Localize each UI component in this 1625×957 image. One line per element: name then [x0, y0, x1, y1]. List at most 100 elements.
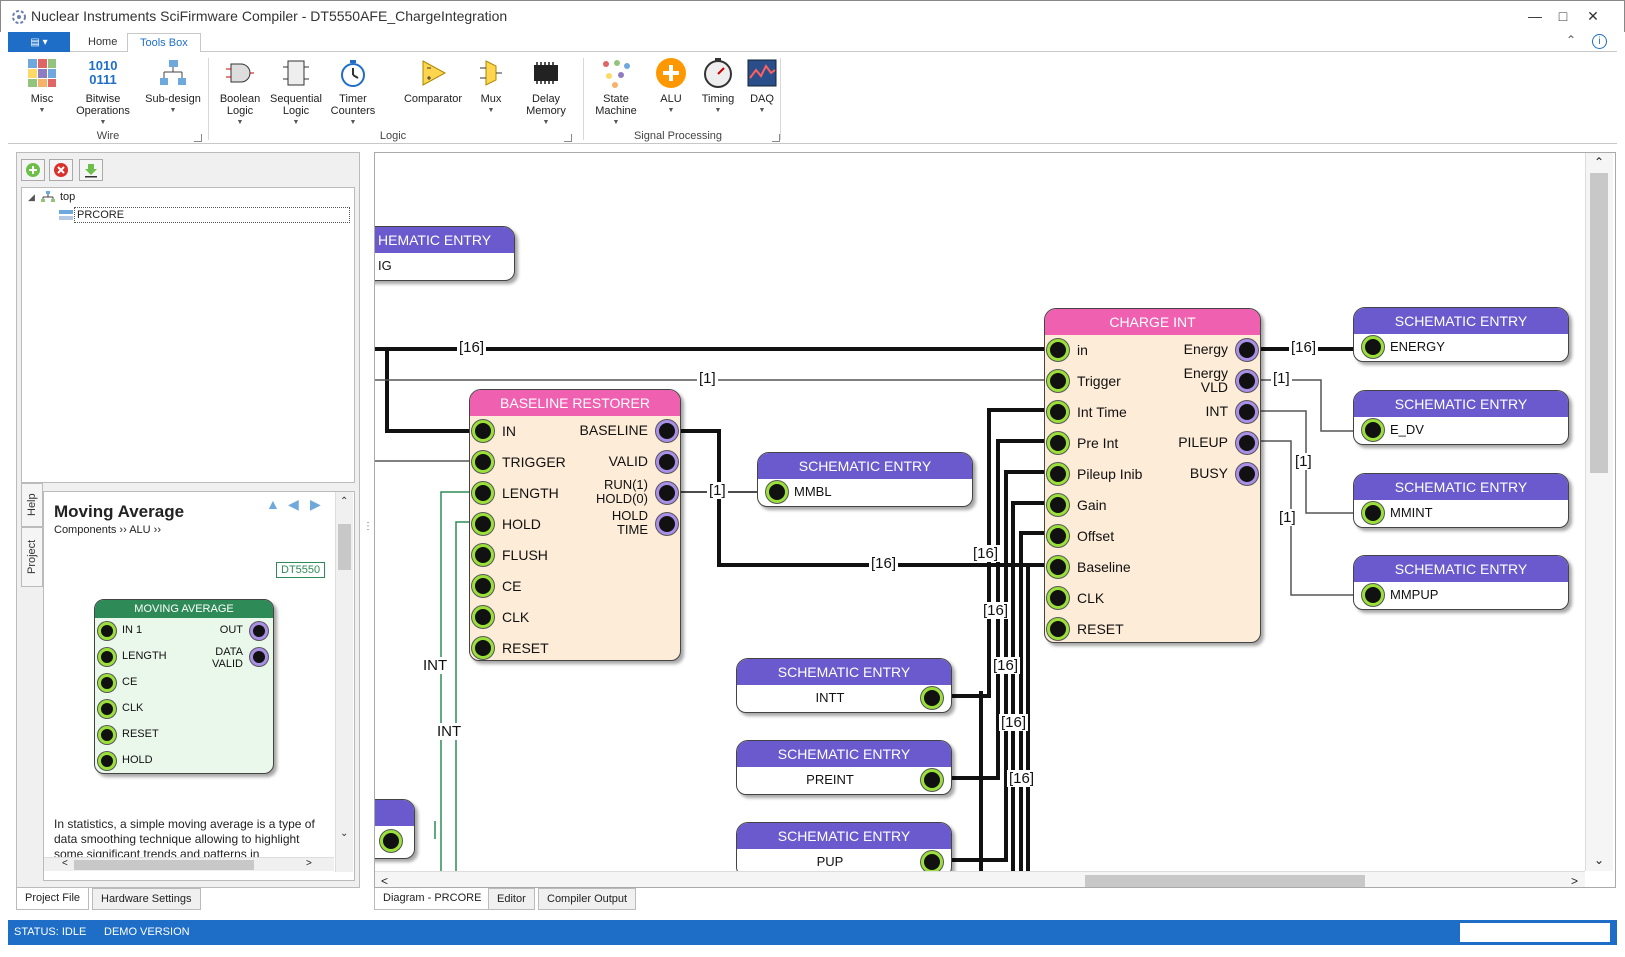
charge-input-port[interactable]: [1047, 494, 1069, 516]
canvas-hscroll-thumb[interactable]: [1085, 875, 1365, 887]
nav-forward-icon[interactable]: ▶: [310, 496, 321, 512]
group-signal-processing-launcher-icon[interactable]: [772, 134, 780, 142]
charge-output-port[interactable]: [1236, 432, 1258, 454]
bus-wire-16[interactable]: [385, 349, 471, 433]
charge-input-port[interactable]: [1047, 401, 1069, 423]
canvas-vscroll-thumb[interactable]: [1590, 173, 1608, 473]
tree-expand-icon[interactable]: ◢: [28, 192, 35, 202]
comparator-button[interactable]: Comparator: [398, 57, 468, 129]
mux-button[interactable]: Mux▼: [470, 57, 512, 129]
side-tab-help[interactable]: Help: [21, 483, 43, 527]
help-scrollbar[interactable]: ⌃ ⌄: [335, 492, 353, 872]
entry-port[interactable]: [1362, 584, 1384, 606]
baseline-input-port[interactable]: [472, 637, 494, 659]
add-icon[interactable]: [21, 159, 45, 181]
entry-port[interactable]: [380, 830, 402, 852]
info-icon[interactable]: i: [1592, 34, 1607, 49]
baseline-output-port[interactable]: [656, 513, 678, 535]
sequential-logic-button[interactable]: Sequential Logic▼: [266, 57, 326, 129]
group-logic-launcher-icon[interactable]: [564, 134, 572, 142]
charge-output-port[interactable]: [1236, 339, 1258, 361]
charge-input-port[interactable]: [1047, 618, 1069, 640]
baseline-input-port[interactable]: [472, 544, 494, 566]
splitter-grip[interactable]: ⋮: [363, 521, 373, 532]
entry-port[interactable]: [921, 851, 943, 873]
delay-memory-button[interactable]: Delay Memory▼: [516, 57, 576, 129]
side-tab-project[interactable]: Project: [21, 527, 43, 587]
entry-port[interactable]: [1362, 336, 1384, 358]
int-wire[interactable]: [440, 491, 471, 881]
help-scroll-thumb[interactable]: [338, 524, 351, 570]
tab-diagram[interactable]: Diagram - PRCORE: [374, 888, 491, 910]
baseline-output-port[interactable]: [656, 451, 678, 473]
baseline-input-port[interactable]: [472, 513, 494, 535]
ma-input-port[interactable]: [98, 622, 116, 640]
timing-button[interactable]: Timing▼: [694, 57, 742, 129]
maximize-button[interactable]: □: [1558, 8, 1568, 24]
baseline-output-port[interactable]: [656, 482, 678, 504]
app-menu-button[interactable]: ▤ ▾: [8, 32, 70, 52]
sub-design-button[interactable]: Sub-design▼: [142, 57, 204, 129]
baseline-input-port[interactable]: [472, 451, 494, 473]
ma-input-port[interactable]: [98, 752, 116, 770]
baseline-input-port[interactable]: [472, 482, 494, 504]
charge-output-port[interactable]: [1236, 401, 1258, 423]
timer-counters-button[interactable]: Timer Counters▼: [322, 57, 384, 129]
ma-input-port[interactable]: [98, 700, 116, 718]
tab-home[interactable]: Home: [88, 36, 118, 48]
ma-input-port[interactable]: [98, 648, 116, 666]
charge-input-port[interactable]: [1047, 463, 1069, 485]
bus-wire-16[interactable]: [1019, 531, 1051, 881]
nav-up-icon[interactable]: ▲: [266, 496, 280, 512]
baseline-output-port[interactable]: [656, 420, 678, 442]
charge-output-port[interactable]: [1236, 370, 1258, 392]
tree-item-top[interactable]: top: [60, 191, 76, 203]
nav-back-icon[interactable]: ◀: [288, 496, 299, 512]
charge-input-port[interactable]: [1047, 339, 1069, 361]
int-wire[interactable]: [455, 521, 471, 881]
entry-port[interactable]: [1362, 419, 1384, 441]
collapse-ribbon-icon[interactable]: ⌃: [1566, 33, 1577, 47]
charge-input-port[interactable]: [1047, 370, 1069, 392]
tab-hardware-settings[interactable]: Hardware Settings: [92, 888, 201, 910]
entry-port[interactable]: [921, 687, 943, 709]
entry-port[interactable]: [1362, 502, 1384, 524]
boolean-logic-button[interactable]: Boolean Logic▼: [210, 57, 270, 129]
baseline-input-port[interactable]: [472, 575, 494, 597]
entry-port[interactable]: [766, 481, 788, 503]
tree-item-prcore[interactable]: PRCORE: [74, 207, 350, 223]
group-wire-launcher-icon[interactable]: [194, 134, 202, 142]
bus-wire-16[interactable]: [1011, 501, 1051, 881]
ma-input-port[interactable]: [98, 674, 116, 692]
alu-button[interactable]: ALU▼: [648, 57, 694, 129]
charge-input-port[interactable]: [1047, 587, 1069, 609]
download-icon[interactable]: [79, 159, 103, 181]
tab-compiler-output[interactable]: Compiler Output: [538, 888, 637, 910]
charge-output-port[interactable]: [1236, 463, 1258, 485]
misc-button[interactable]: Misc▼: [12, 57, 72, 129]
baseline-input-port[interactable]: [472, 606, 494, 628]
schematic-entry-partial-bottom[interactable]: [375, 799, 415, 859]
tab-project-file[interactable]: Project File: [16, 888, 90, 910]
charge-input-port[interactable]: [1047, 525, 1069, 547]
ma-input-port[interactable]: [98, 726, 116, 744]
charge-input-port[interactable]: [1047, 432, 1069, 454]
baseline-input-port[interactable]: [472, 420, 494, 442]
canvas-vscrollbar[interactable]: ⌃ ⌄: [1585, 153, 1613, 871]
daq-button[interactable]: DAQ▼: [740, 57, 784, 129]
minimize-button[interactable]: —: [1528, 8, 1542, 24]
tab-tools-box[interactable]: Tools Box: [127, 33, 201, 53]
